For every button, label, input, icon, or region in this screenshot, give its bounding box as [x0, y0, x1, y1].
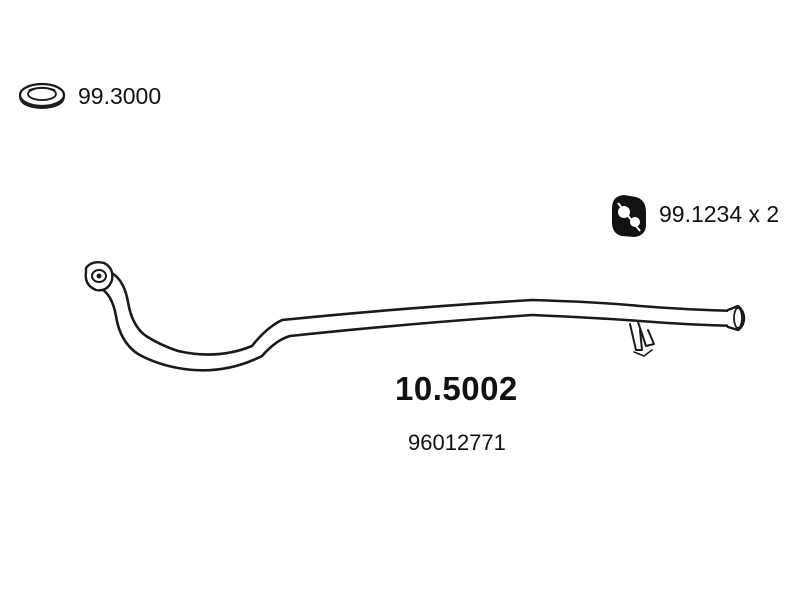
oem-reference-number: 96012771: [408, 430, 506, 455]
rubber-mount-icon: [612, 195, 646, 237]
gasket-part-code: 99.3000: [78, 83, 162, 109]
main-part-number: 10.5002: [395, 370, 518, 407]
gasket-ring-icon: [18, 82, 66, 109]
exhaust-pipe-icon: [84, 260, 746, 372]
mount-part-code: 99.1234 x 2: [659, 201, 780, 227]
